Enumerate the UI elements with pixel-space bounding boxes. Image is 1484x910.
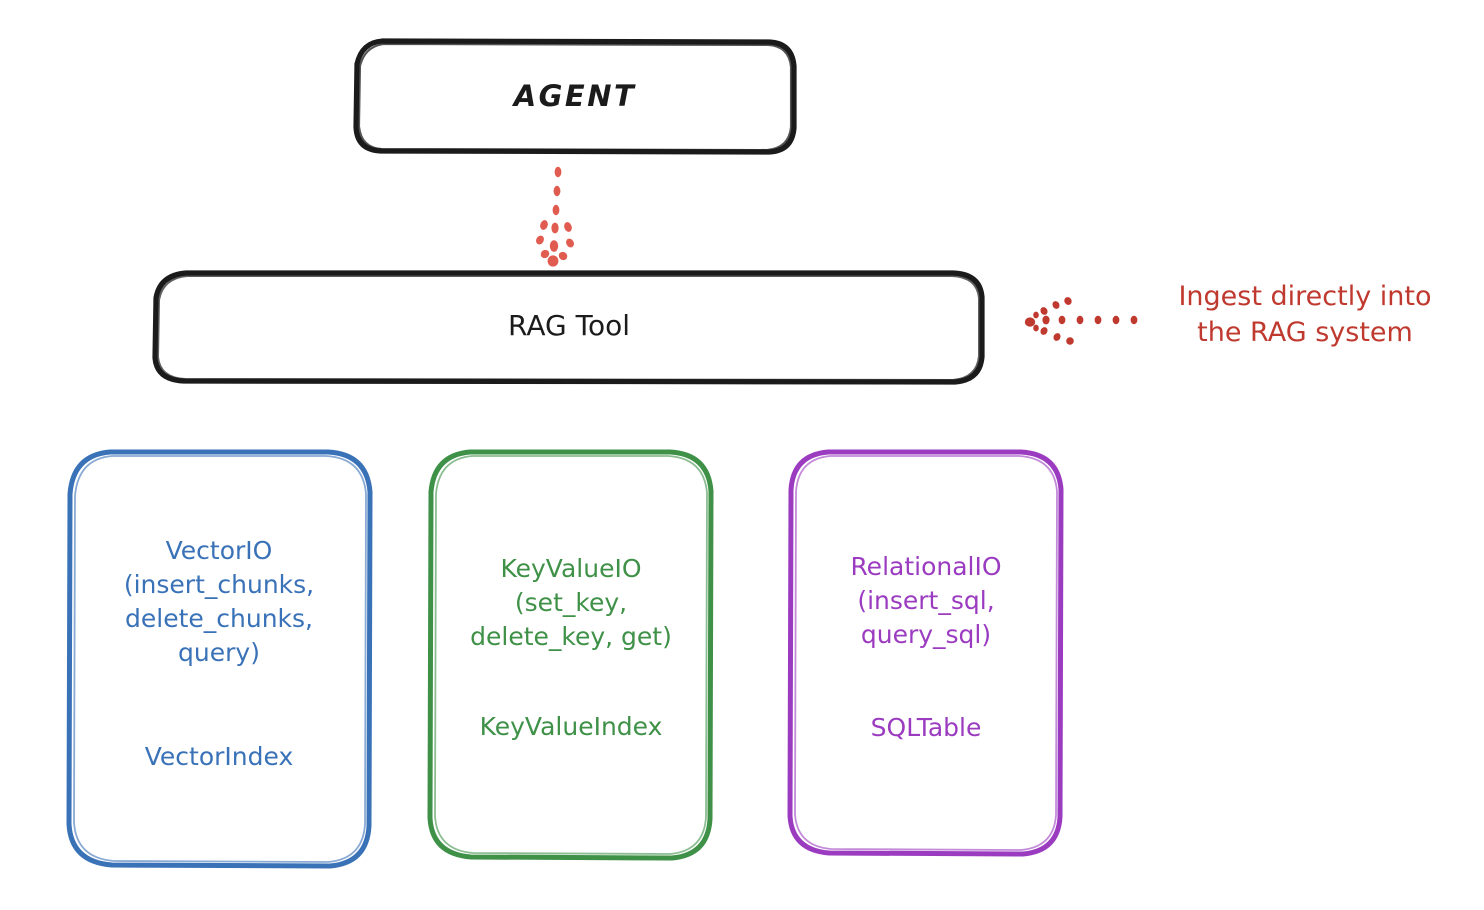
rag-tool-box-outline xyxy=(152,270,985,385)
agent-box-outline xyxy=(353,38,797,155)
agent-node[interactable] xyxy=(355,40,795,152)
rag-tool-node[interactable] xyxy=(155,272,983,382)
relational-io-label: RelationalIO (insert_sql, query_sql) xyxy=(850,552,1002,649)
key-value-index-label: KeyValueIndex xyxy=(479,712,663,741)
vector-index-label: VectorIndex xyxy=(144,742,294,771)
ingest-annotation-arrow xyxy=(1024,297,1138,345)
vector-io-label: VectorIO (insert_chunks, delete_chunks, … xyxy=(123,536,315,667)
ingest-annotation-label: Ingest directly into the RAG system xyxy=(1178,281,1432,349)
sql-table-label: SQLTable xyxy=(870,713,982,742)
agent-to-rag-arrow xyxy=(536,166,574,267)
relational-io-box-outline xyxy=(787,449,1064,857)
key-value-io-box-outline xyxy=(427,449,714,861)
vector-io-box-outline xyxy=(66,449,373,869)
key-value-io-label: KeyValueIO (set_key, delete_key, get) xyxy=(470,554,672,651)
key-value-io-node[interactable] xyxy=(430,450,712,858)
relational-io-node[interactable] xyxy=(790,450,1062,854)
